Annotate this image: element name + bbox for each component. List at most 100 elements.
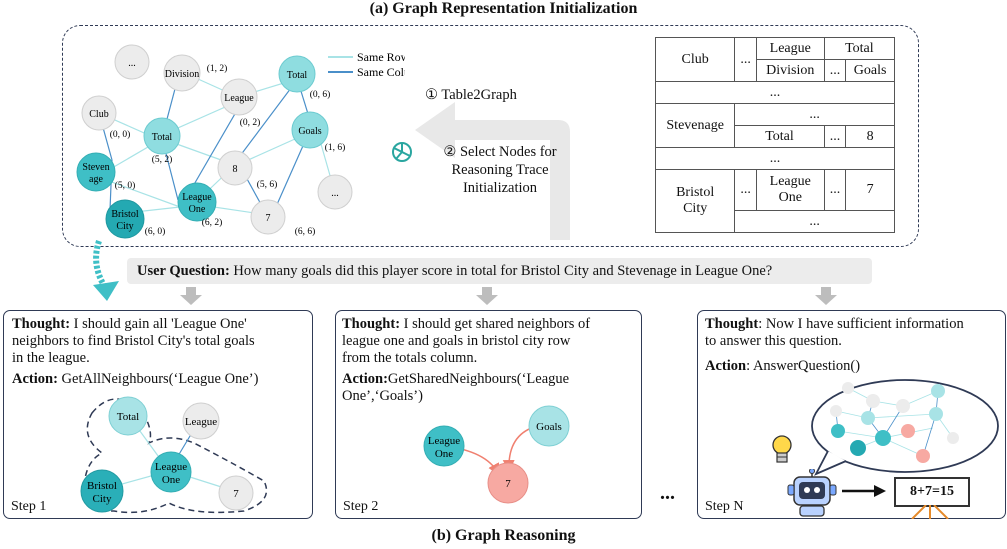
thought-text: neighbors to find Bristol City's total g… <box>12 333 255 349</box>
step1-label: Step 1 <box>11 499 47 514</box>
right-arrow-icon <box>842 485 886 497</box>
node-label: Club <box>89 109 108 120</box>
node-bristol-city <box>80 469 124 513</box>
select-nodes-line1: ② Select Nodes for <box>443 144 557 160</box>
thought-label: Thought <box>705 316 759 332</box>
coord-label: (0, 2) <box>240 117 261 128</box>
action-text: GetAllNeighbours(‘League One’) <box>57 371 259 387</box>
thought-label: Thought: <box>342 316 401 332</box>
node-total-top <box>278 55 316 93</box>
cell-league-one-line2: One <box>778 190 802 205</box>
coord-label: (6, 0) <box>145 226 166 237</box>
node-division <box>163 54 201 92</box>
node-label: City <box>93 493 112 505</box>
node-label: Bristol <box>111 209 138 220</box>
thought-text: I should get shared neighbors of <box>400 316 591 332</box>
node-label: 7 <box>266 213 271 224</box>
stepN-thought: Thought: Now I have sufficient informati… <box>705 316 1003 375</box>
source-table: Club ... League Total Division ... Goals… <box>654 37 896 233</box>
cell-stevenage: Stevenage <box>654 103 736 148</box>
lightbulb-icon <box>772 435 792 463</box>
node-goals <box>291 111 329 149</box>
cell-total-row: Total <box>734 125 825 148</box>
node-league-one <box>150 451 192 493</box>
node-label: Total <box>152 132 173 143</box>
action-text: : AnswerQuestion() <box>746 358 861 374</box>
step1-panel: Thought: I should gain all 'League One' … <box>3 310 313 519</box>
cell-ellipsis: ... <box>823 59 847 82</box>
stepN-label: Step N <box>705 499 744 514</box>
node-label: Total <box>287 70 308 81</box>
title-graph-initialization: (a) Graph Representation Initialization <box>369 0 638 17</box>
node-7 <box>218 475 254 511</box>
thought-label: Thought: <box>12 316 71 332</box>
node-label: One <box>435 448 453 460</box>
node-7 <box>487 462 529 504</box>
select-nodes-label: ② Select Nodes for Reasoning Trace Initi… <box>425 143 575 197</box>
coord-label: (1, 2) <box>207 63 228 74</box>
question-text: How many goals did this player score in … <box>229 263 773 279</box>
node-label: Division <box>165 69 199 80</box>
cell-ellipsis: ... <box>734 103 895 126</box>
cell-ellipsis: ... <box>734 169 757 211</box>
node-label: League <box>428 435 460 447</box>
cell-league-one: League One <box>755 169 825 211</box>
coord-label: (5, 6) <box>257 179 278 190</box>
thought-bubble <box>811 379 999 476</box>
node-label: ... <box>128 58 136 69</box>
node-label: 7 <box>233 488 239 500</box>
cell-ellipsis: ... <box>823 125 847 148</box>
steps-ellipsis: ... <box>660 482 675 504</box>
step1-subgraph: Total League League One Bristol City 7 <box>80 396 268 514</box>
cell-goals: Goals <box>845 59 895 82</box>
cell-total: Total <box>823 37 896 60</box>
cell-ellipsis-row: ... <box>655 147 895 170</box>
whiteboard-stand-icon <box>911 505 949 519</box>
action-label: Action <box>705 358 747 374</box>
question-label: User Question: <box>137 263 230 279</box>
node-label: Goals <box>298 126 321 137</box>
stepN-panel: Thought: Now I have sufficient informati… <box>697 310 1006 519</box>
step2-subgraph: League One Goals 7 <box>423 405 570 504</box>
node-dots <box>114 44 150 80</box>
select-nodes-line2: Reasoning Trace <box>451 162 549 178</box>
down-arrow <box>815 287 837 305</box>
whiteboard: 8+7=15 <box>894 477 970 507</box>
thought-text: to answer this question. <box>705 333 842 349</box>
step2-thought: Thought: I should get shared neighbors o… <box>342 316 637 405</box>
cell-eight: 8 <box>845 125 895 148</box>
node-label: Steven <box>82 162 109 173</box>
cell-ellipsis: ... <box>823 169 847 211</box>
node-league <box>182 402 220 440</box>
cell-ellipsis: ... <box>734 37 757 82</box>
thought-text: league one and goals in bristol city row <box>342 333 571 349</box>
node-7 <box>250 199 286 235</box>
action-text: One’,‘Goals’) <box>342 388 423 404</box>
cell-division: Division <box>755 59 825 82</box>
edge <box>236 79 298 161</box>
node-goals <box>528 405 570 447</box>
coord-label: (0, 6) <box>310 89 331 100</box>
thought-text: : Now I have sufficient information <box>758 316 964 332</box>
node-8 <box>217 150 253 186</box>
node-label: League <box>224 93 254 104</box>
legend-same-row: Same Row <box>357 50 405 64</box>
initialization-panel <box>62 25 919 247</box>
flow-arrow <box>415 102 570 240</box>
table-graph: ... Division League Total Club Total Goa… <box>76 44 405 239</box>
node-label: 7 <box>505 478 511 490</box>
action-text: GetSharedNeighbours(‘League <box>387 371 570 387</box>
node-league-one <box>423 425 465 467</box>
node-label: Goals <box>536 421 562 433</box>
user-question: User Question: How many goals did this p… <box>127 258 872 284</box>
node-dots2 <box>317 174 353 210</box>
cell-bristol-line2: City <box>683 201 708 216</box>
node-label: One <box>162 474 180 486</box>
node-label: Bristol <box>87 480 117 492</box>
node-stevenage <box>76 152 116 192</box>
node-bristol-city <box>105 199 145 239</box>
robot-icon <box>787 469 837 517</box>
step1-thought: Thought: I should gain all 'League One' … <box>12 316 307 388</box>
down-arrow <box>180 287 202 305</box>
down-arrow <box>476 287 498 305</box>
